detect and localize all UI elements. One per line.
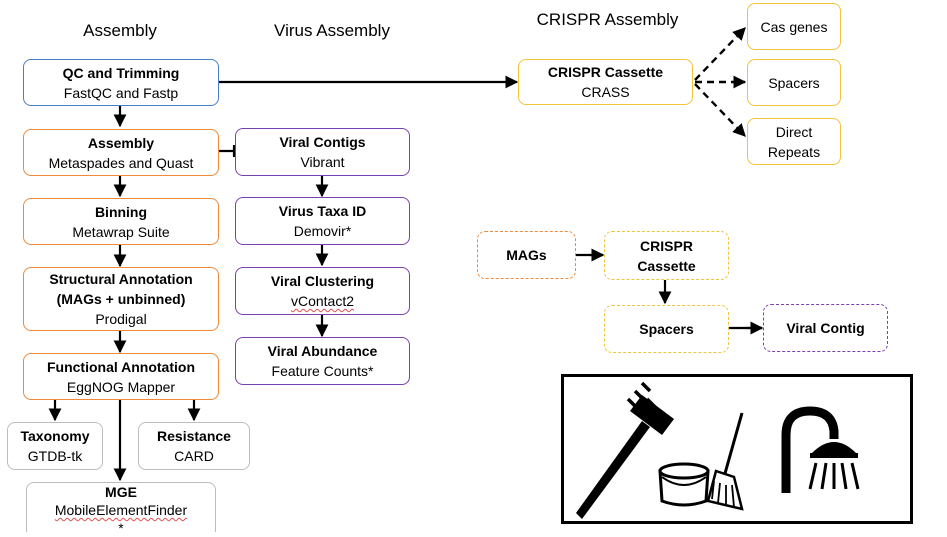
node-cas-genes: Cas genes <box>747 3 841 50</box>
heading-assembly: Assembly <box>83 21 157 40</box>
node-resistance: Resistance CARD <box>138 422 250 470</box>
node-title: Viral Clustering <box>270 273 375 289</box>
node-subtitle: Prodigal <box>95 311 147 327</box>
node-subtitle: MobileElementFinder <box>54 502 188 518</box>
node-title: Functional Annotation <box>46 358 195 375</box>
node-crispr-cassette: CRISPR Cassette CRASS <box>518 59 693 105</box>
node-title: Direct <box>775 123 813 140</box>
node-mags: MAGs <box>477 231 576 279</box>
edge-crispr-casgenes <box>694 27 746 81</box>
node-title-line2: (MAGs + unbinned) <box>56 291 186 307</box>
node-title: QC and Trimming <box>62 64 180 81</box>
node-title: Virus Taxa ID <box>278 203 367 219</box>
node-title-line2: Repeats <box>767 143 821 160</box>
heading-virus-assembly: Virus Assembly <box>274 21 390 40</box>
node-title: Structural Annotation <box>49 271 193 287</box>
node-subtitle: EggNOG Mapper <box>66 378 176 395</box>
edge-crispr-repeats <box>694 83 746 137</box>
node-title: MAGs <box>506 247 547 263</box>
node-structural-annotation: Structural Annotation (MAGs + unbinned) … <box>23 267 219 331</box>
node-title: Binning <box>94 203 148 220</box>
node-title: MGE <box>105 484 137 500</box>
node-title: Assembly <box>87 134 155 151</box>
node-title: Spacers <box>639 321 694 337</box>
node-assembly: Assembly Metaspades and Quast <box>23 129 219 176</box>
node-virus-taxa-id: Virus Taxa ID Demovir* <box>235 197 410 245</box>
node-viral-contig-small: Viral Contig <box>763 304 888 352</box>
node-viral-clustering: Viral Clustering vContact2 <box>235 267 410 315</box>
node-viral-abundance: Viral Abundance Feature Counts* <box>235 337 410 385</box>
node-spacers-small: Spacers <box>604 305 729 353</box>
heading-crispr-assembly: CRISPR Assembly <box>536 10 679 29</box>
node-title: CRISPR <box>640 237 693 254</box>
node-subtitle: CARD <box>174 448 214 464</box>
node-subtitle: FastQC and Fastp <box>63 84 179 101</box>
cleaning-icons <box>576 381 860 519</box>
node-title: Viral Abundance <box>267 343 378 359</box>
node-title-line2: Cassette <box>637 257 696 274</box>
node-viral-contigs: Viral Contigs Vibrant <box>235 128 410 176</box>
node-subtitle: Vibrant <box>300 154 345 170</box>
toothbrush-icon <box>576 381 674 519</box>
bucket-icon <box>658 462 710 507</box>
node-title: Resistance <box>157 428 231 444</box>
node-title: Cas genes <box>760 18 828 35</box>
shower-icon <box>781 406 860 493</box>
node-taxonomy: Taxonomy GTDB-tk <box>7 422 103 470</box>
node-footnote: * <box>118 520 124 536</box>
node-title: CRISPR Cassette <box>547 64 664 80</box>
node-subtitle: CRASS <box>581 84 630 100</box>
node-subtitle: Feature Counts* <box>271 363 374 379</box>
node-mge: MGE MobileElementFinder * <box>26 482 216 536</box>
node-functional-annotation: Functional Annotation EggNOG Mapper <box>23 353 219 400</box>
node-subtitle: GTDB-tk <box>27 448 83 464</box>
node-title: Spacers <box>768 74 820 91</box>
node-title: Taxonomy <box>20 428 90 444</box>
node-direct-repeats: Direct Repeats <box>747 118 841 165</box>
node-spacers: Spacers <box>747 59 841 106</box>
node-title: Viral Contigs <box>279 134 366 150</box>
node-qc-trimming: QC and Trimming FastQC and Fastp <box>23 59 219 106</box>
node-crispr-cassette-small: CRISPR Cassette <box>604 231 729 280</box>
node-subtitle: vContact2 <box>290 293 355 309</box>
node-subtitle: Demovir* <box>293 223 352 239</box>
node-title: Viral Contig <box>786 320 865 336</box>
node-subtitle: Metawrap Suite <box>72 223 170 240</box>
cleaning-icons-panel <box>561 374 913 524</box>
node-subtitle: Metaspades and Quast <box>48 154 194 171</box>
node-binning: Binning Metawrap Suite <box>23 198 219 245</box>
broom-icon <box>706 412 744 511</box>
